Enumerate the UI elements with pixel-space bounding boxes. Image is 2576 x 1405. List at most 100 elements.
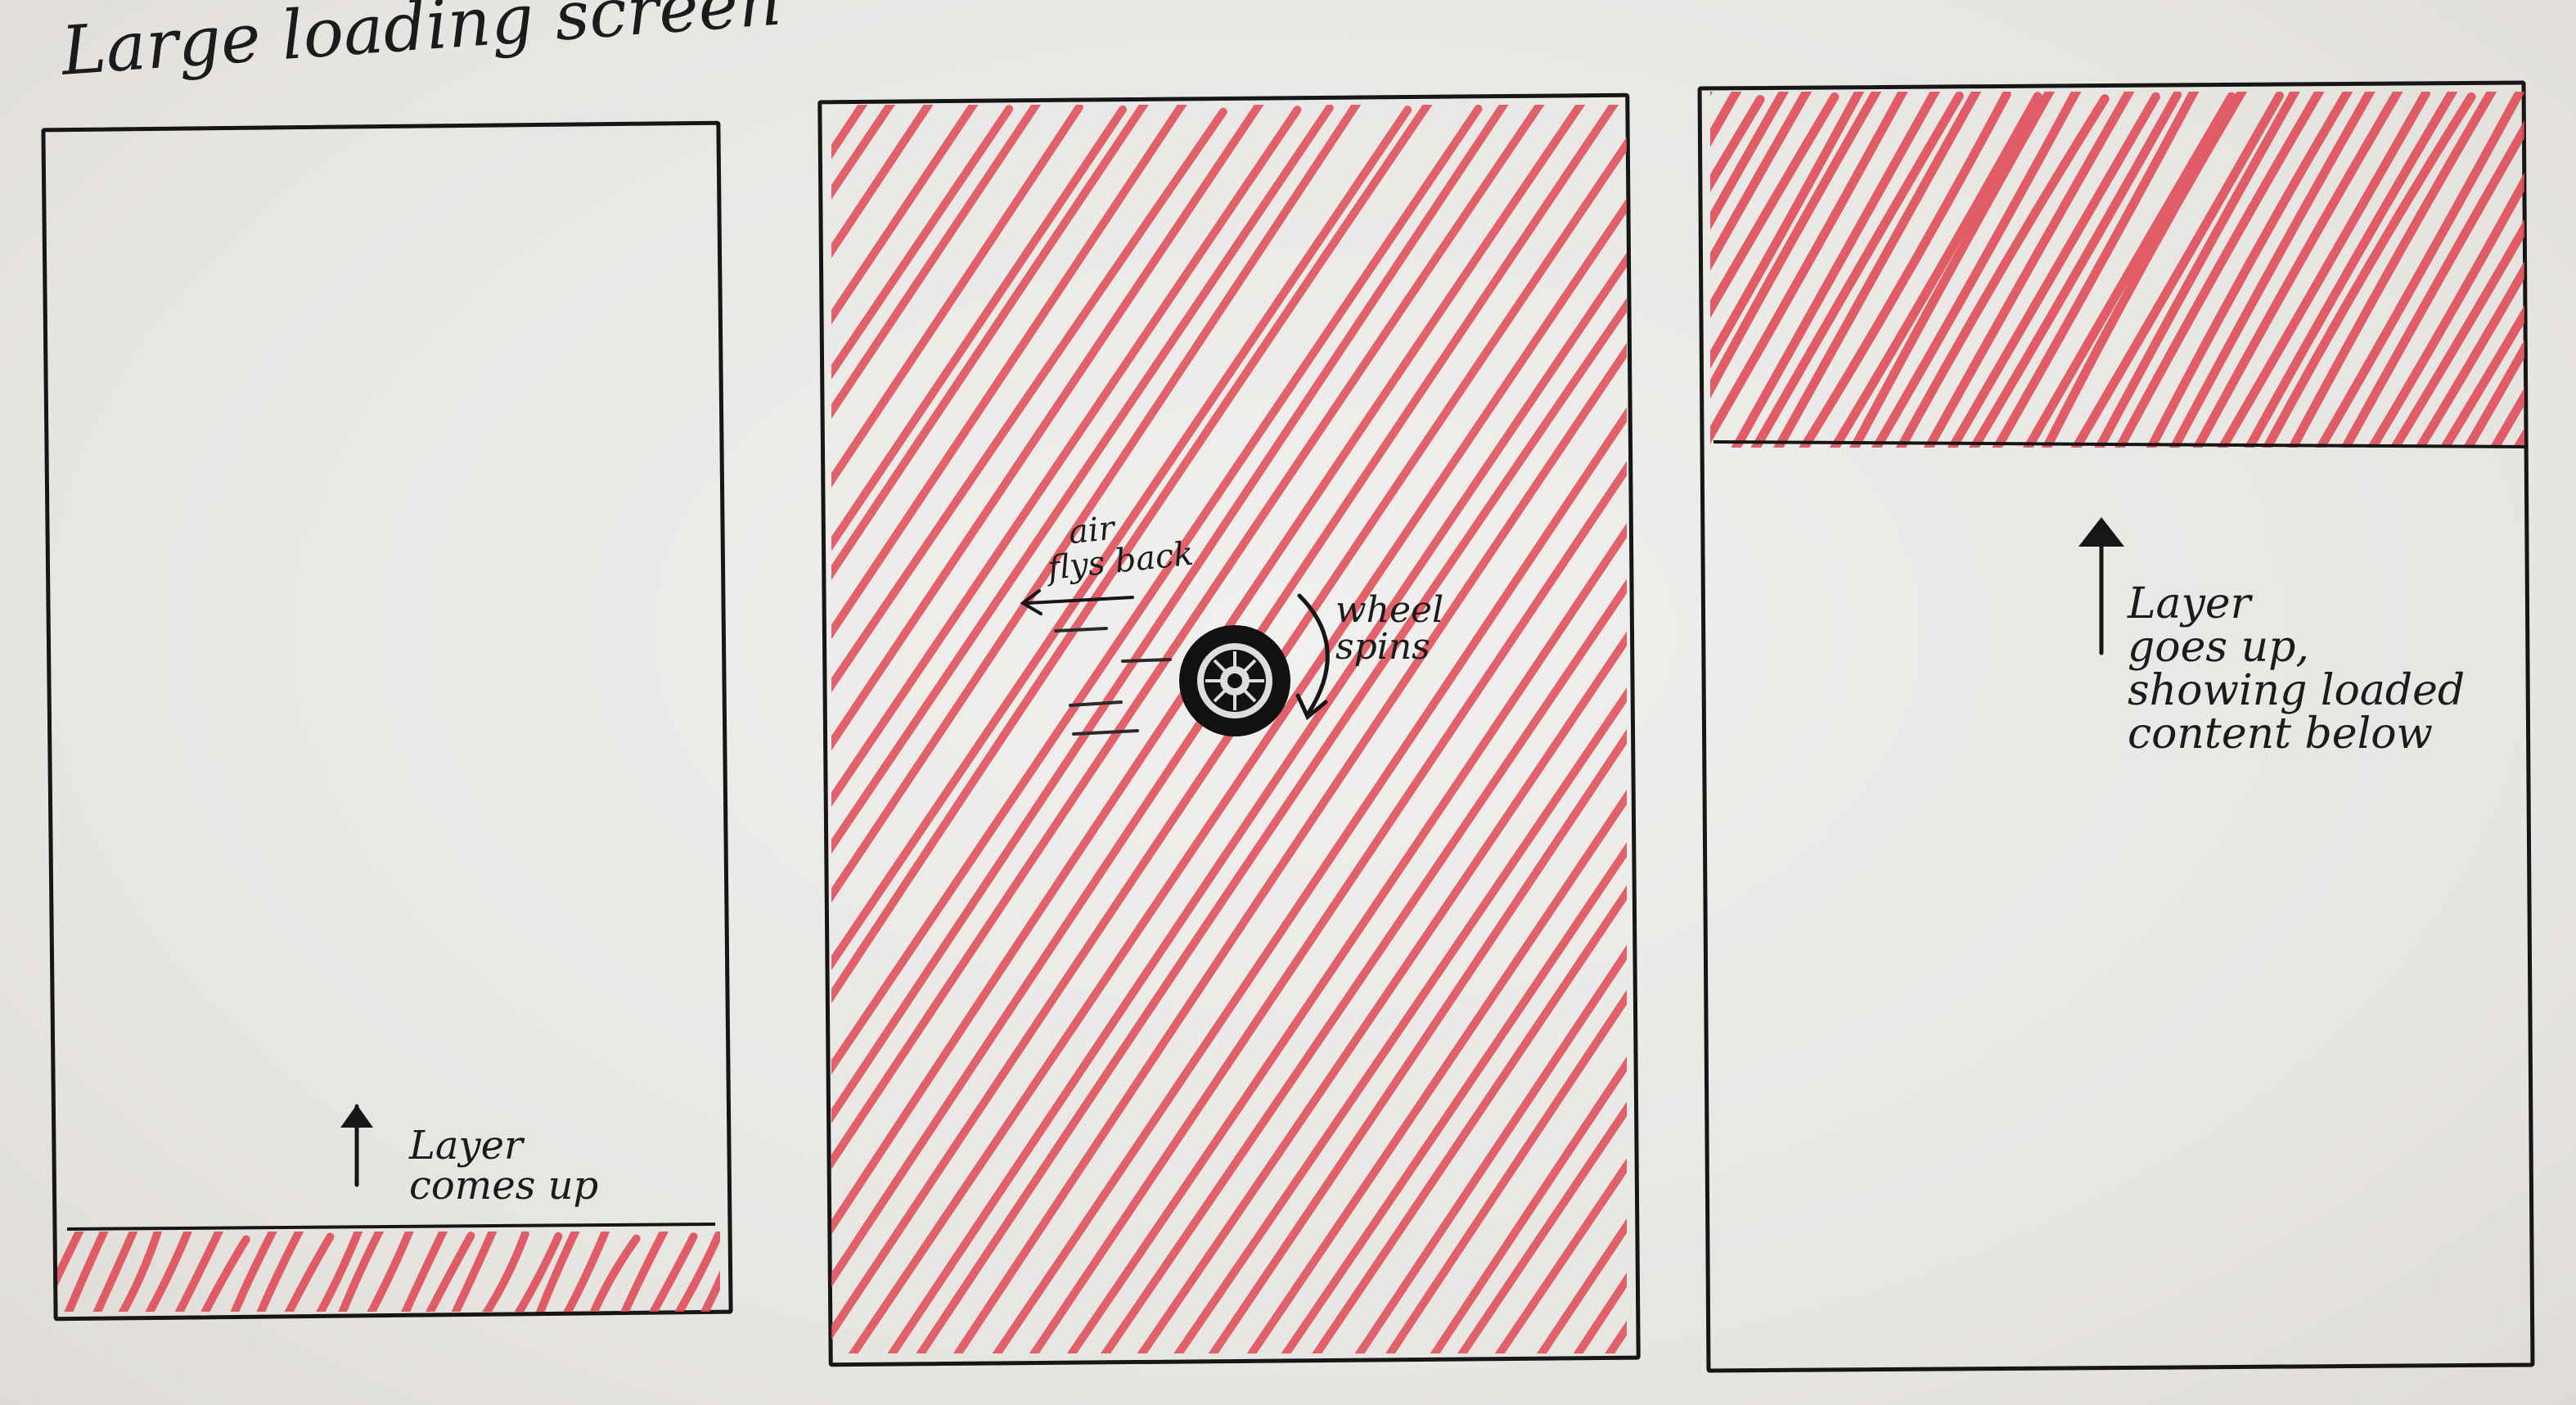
marker-stroke — [831, 105, 1483, 1076]
marker-stroke — [831, 105, 1127, 552]
marker-stroke — [2168, 92, 2376, 448]
marker-stroke — [2462, 340, 2524, 448]
marker-stroke — [2262, 92, 2476, 448]
marker-stroke — [730, 1236, 779, 1328]
marker-stroke — [256, 1232, 304, 1312]
panel-3-overlay-band — [1710, 84, 2576, 464]
marker-stroke — [482, 1232, 529, 1312]
marker-stroke — [952, 342, 1627, 1353]
marker-stroke — [2389, 218, 2524, 448]
panel-3-note: Layer goes up, showing loaded content be… — [2128, 582, 2465, 759]
marker-stroke — [514, 1232, 563, 1312]
marker-stroke — [1799, 92, 2011, 448]
marker-stroke — [831, 106, 1412, 970]
marker-stroke — [1173, 687, 1627, 1353]
marker-stroke — [831, 105, 1264, 750]
marker-stroke — [831, 105, 1083, 488]
marker-stroke — [2367, 172, 2524, 448]
marker-stroke — [1829, 92, 2042, 448]
wheel-note-line: spins — [1335, 625, 1430, 668]
marker-stroke — [2114, 92, 2325, 448]
marker-stroke — [2489, 387, 2524, 448]
marker-stroke — [2146, 92, 2353, 448]
curved-arrow-icon — [1295, 593, 1330, 720]
marker-stroke — [1029, 460, 1627, 1353]
marker-stroke — [2070, 92, 2284, 448]
marker-stroke — [0, 97, 759, 1370]
marker-stroke — [887, 252, 1627, 1353]
marker-stroke — [831, 105, 1334, 857]
marker-stroke — [174, 1232, 224, 1312]
marker-stroke — [831, 105, 1586, 1235]
marker-stroke — [1923, 92, 2135, 448]
marker-stroke — [2217, 92, 2430, 448]
marker-stroke — [200, 1235, 250, 1312]
marker-stroke — [916, 298, 1627, 1353]
wheel-note-line: wheel — [1335, 589, 1444, 631]
marker-stroke — [1208, 728, 1627, 1353]
marker-stroke — [589, 1234, 641, 1312]
marker-stroke — [831, 105, 1509, 1123]
marker-stroke — [1849, 92, 2056, 448]
marker-stroke — [1968, 92, 2182, 448]
marker-stroke — [2094, 92, 2300, 448]
marker-stroke — [1992, 92, 2200, 448]
marker-stroke — [2439, 305, 2524, 448]
marker-stroke — [1773, 92, 1982, 448]
marker-stroke — [1246, 790, 1627, 1353]
marker-stroke — [284, 1232, 335, 1312]
marker-stroke — [831, 105, 1362, 903]
marker-stroke — [338, 1232, 385, 1312]
marker-stroke — [367, 1232, 414, 1312]
marker-stroke — [2041, 92, 2248, 448]
marker-stroke — [2529, 84, 2576, 464]
marker-stroke — [401, 1232, 448, 1312]
marker-stroke — [1385, 989, 1627, 1353]
marker-stroke — [2023, 92, 2236, 448]
marker-stroke — [1710, 92, 1813, 272]
marker-stroke — [2192, 92, 2403, 448]
marker-stroke — [1354, 944, 1627, 1353]
panel-3-note-line: goes up, — [2128, 623, 2309, 673]
marker-stroke — [1871, 92, 2082, 448]
marker-stroke — [0, 97, 792, 1370]
marker-stroke — [831, 105, 979, 325]
panel-1-overlay-strip — [4, 1227, 779, 1328]
marker-stroke — [2244, 92, 2457, 448]
marker-stroke — [4, 1227, 53, 1328]
marker-stroke — [535, 1232, 580, 1312]
marker-stroke — [648, 1232, 698, 1312]
marker-stroke — [316, 1232, 363, 1312]
marker-stroke — [620, 1232, 669, 1312]
panel-3-note-line: content below — [2128, 709, 2434, 759]
marker-stroke — [1281, 842, 1627, 1353]
marker-stroke — [64, 1232, 109, 1312]
marker-stroke — [1731, 92, 1940, 448]
panel-1-note-line: Layer — [409, 1123, 523, 1169]
marker-stroke — [2414, 260, 2524, 448]
marker-stroke — [145, 1232, 192, 1312]
marker-stroke — [451, 1232, 498, 1312]
marker-stroke — [831, 105, 1014, 380]
left-arrow-icon — [1020, 589, 1134, 615]
panel-2-air-note: air flys back — [1043, 504, 1195, 588]
marker-stroke — [1947, 92, 2160, 448]
marker-stroke — [848, 198, 1627, 1353]
marker-stroke — [1710, 92, 1865, 369]
marker-stroke — [1750, 92, 1964, 448]
up-arrow-icon — [2078, 517, 2124, 655]
marker-stroke — [1895, 94, 2110, 448]
marker-stroke — [1710, 92, 1908, 444]
marker-stroke — [1710, 92, 1840, 319]
marker-stroke — [831, 107, 1227, 693]
marker-stroke — [2315, 92, 2524, 448]
marker-stroke — [831, 105, 1042, 419]
panel-1-note-line: comes up — [409, 1162, 599, 1209]
marker-stroke — [1710, 92, 1882, 399]
marker-stroke — [992, 407, 1627, 1353]
marker-stroke — [92, 1232, 138, 1312]
marker-stroke — [1101, 579, 1627, 1353]
marker-stroke — [0, 101, 469, 1370]
marker-stroke — [1430, 1056, 1627, 1353]
